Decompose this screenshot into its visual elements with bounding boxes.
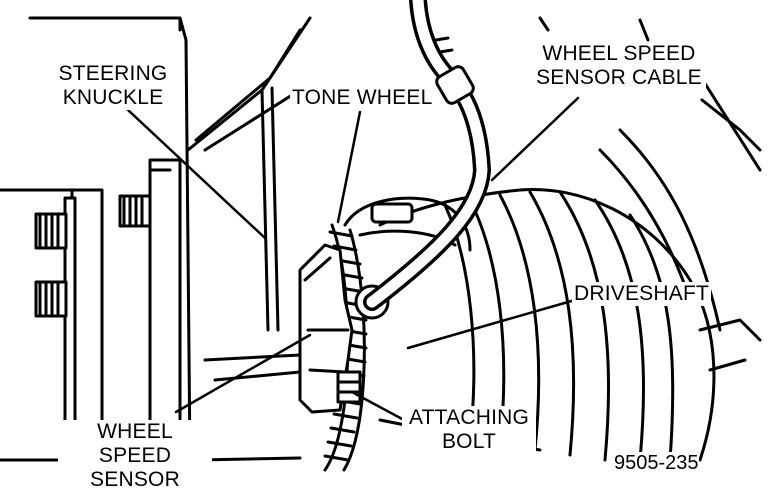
leader-steering-knuckle xyxy=(126,108,267,240)
label-wheel-speed-sensor-line2: SENSOR xyxy=(90,468,180,491)
diagram-drawing xyxy=(0,0,762,472)
label-attaching-bolt-line2: BOLT xyxy=(441,430,497,453)
label-steering-knuckle: STEERING KNUCKLE xyxy=(46,62,180,110)
leader-attaching-bolt xyxy=(350,390,406,422)
wheel-stud-upper xyxy=(118,194,152,228)
label-wheel-speed-sensor: WHEEL SPEED SENSOR xyxy=(58,420,212,492)
label-sensor-cable: WHEEL SPEED SENSOR CABLE xyxy=(532,42,706,90)
figure-number: 9505-235 xyxy=(614,452,699,475)
label-attaching-bolt-line1: ATTACHING xyxy=(408,406,530,429)
leader-wheel-speed-sensor xyxy=(174,333,312,414)
label-sensor-cable-line2: SENSOR CABLE xyxy=(536,66,702,89)
wheel-stud-middle xyxy=(34,212,68,250)
label-driveshaft: DRIVESHAFT xyxy=(572,282,712,306)
leader-driveshaft xyxy=(406,298,577,350)
label-tone-wheel: TONE WHEEL xyxy=(290,86,435,110)
label-steering-knuckle-line2: KNUCKLE xyxy=(62,86,164,109)
steering-knuckle-drawing xyxy=(0,158,182,462)
attaching-bolt-drawing xyxy=(336,370,362,404)
leader-tone-wheel xyxy=(336,110,362,224)
leader-lines xyxy=(126,96,580,422)
label-attaching-bolt: ATTACHING BOLT xyxy=(402,406,536,454)
leader-sensor-cable xyxy=(490,96,580,182)
label-sensor-cable-line1: WHEEL SPEED xyxy=(542,42,696,65)
frame-lines xyxy=(28,16,762,462)
label-steering-knuckle-line1: STEERING xyxy=(58,62,168,85)
label-wheel-speed-sensor-line1: WHEEL SPEED xyxy=(97,420,173,467)
sensor-cable-drawing xyxy=(363,0,491,311)
wheel-stud-lower xyxy=(34,280,68,318)
